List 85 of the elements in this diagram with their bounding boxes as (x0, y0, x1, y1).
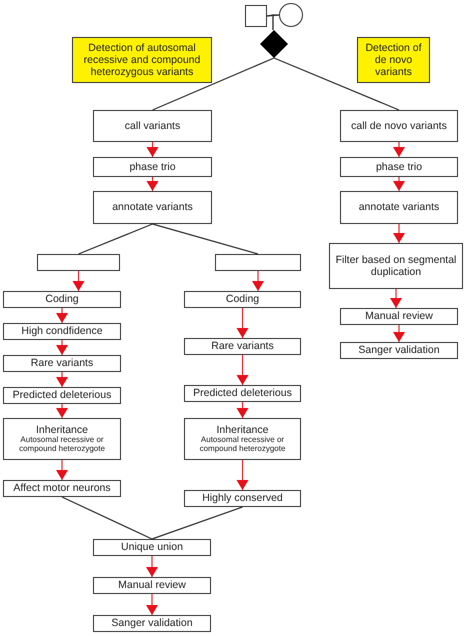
node-text: Sanger validation (358, 344, 440, 357)
process-box (93, 615, 211, 632)
node-text: Coding (45, 293, 79, 306)
node-text: Sanger validation (111, 617, 193, 630)
process-box (3, 323, 121, 340)
pedigree-circle (279, 3, 303, 27)
arrow (236, 402, 248, 418)
arrow (236, 354, 248, 386)
highlight-box (72, 37, 212, 83)
arrow (393, 142, 405, 158)
connector-line (78, 223, 153, 255)
empty-process-box (37, 254, 120, 271)
arrow (56, 460, 68, 480)
arrow (146, 142, 158, 158)
pedigree-square (245, 5, 267, 27)
connector-line (266, 14, 280, 17)
node-text: Inheritance (216, 424, 268, 436)
node-text: phase trio (129, 160, 176, 174)
node-text: Affect motor neurons (13, 482, 111, 495)
process-box (340, 191, 458, 224)
process-box (340, 308, 458, 325)
node-text: Manual review (365, 310, 433, 323)
highlight-box (357, 37, 430, 83)
arrow (146, 556, 158, 578)
node-text: Filter based on segmental duplication (334, 254, 458, 278)
node-text: Predicted deleterious (12, 389, 112, 402)
process-box (93, 577, 211, 594)
arrow (146, 594, 158, 616)
node-text: annotate variants (112, 201, 193, 214)
arrow (236, 460, 248, 490)
arrow (72, 270, 84, 292)
arrow (393, 176, 405, 192)
process-box (340, 157, 458, 177)
empty-process-box (215, 254, 301, 271)
node-text: Rare variants (211, 340, 274, 353)
process-box (93, 191, 212, 224)
arrow (393, 324, 405, 342)
arrow (56, 404, 68, 418)
node-text: Inheritance (36, 424, 88, 436)
connector-line (152, 506, 243, 540)
process-box (3, 291, 121, 308)
arrow (236, 308, 248, 338)
node-text: phase trio (376, 160, 422, 174)
arrow (56, 308, 68, 324)
node-text: Detection of autosomal recessive and compound heterozygous variants (82, 42, 202, 78)
process-box (93, 157, 212, 177)
process-box (93, 539, 211, 556)
process-box (340, 110, 458, 142)
arrow (56, 372, 68, 388)
process-box (3, 480, 121, 497)
connector-line (152, 223, 258, 255)
arrow (252, 270, 264, 292)
process-box (3, 355, 121, 372)
node-text: Manual review (118, 579, 186, 592)
process-box (340, 342, 458, 359)
node-text: High condfidence (21, 325, 103, 338)
process-box (93, 110, 212, 142)
pedigree-diamond (260, 30, 288, 58)
process-box (3, 418, 121, 460)
node-text: annotate variants (358, 201, 440, 214)
arrow (390, 288, 402, 308)
arrow (393, 224, 405, 244)
process-box (184, 338, 301, 355)
node-text: Coding (226, 293, 260, 306)
arrow (56, 340, 68, 356)
node-text: call variants (124, 120, 180, 132)
arrow (146, 176, 158, 192)
node-text: Rare variants (30, 357, 94, 370)
process-box (329, 243, 463, 289)
node-text: Unique union (121, 541, 183, 554)
connector-line (152, 57, 274, 111)
node-text: Highly conserved (202, 492, 283, 505)
process-box (184, 490, 301, 507)
connector-line (272, 14, 279, 30)
connector-line (274, 57, 400, 111)
process-box (184, 418, 301, 460)
node-text: Detection of de novo variants (364, 42, 423, 78)
node-subtext: Autosomal recessive or compound heterozygote (198, 436, 286, 454)
node-text: call de novo variants (351, 120, 447, 132)
node-subtext: Autosomal recessive or compound heterozygote (18, 436, 106, 454)
process-box (184, 385, 301, 402)
process-box (3, 387, 121, 404)
node-text: Predicted deleterious (193, 387, 292, 400)
connector-line (62, 496, 152, 540)
process-box (184, 291, 301, 308)
